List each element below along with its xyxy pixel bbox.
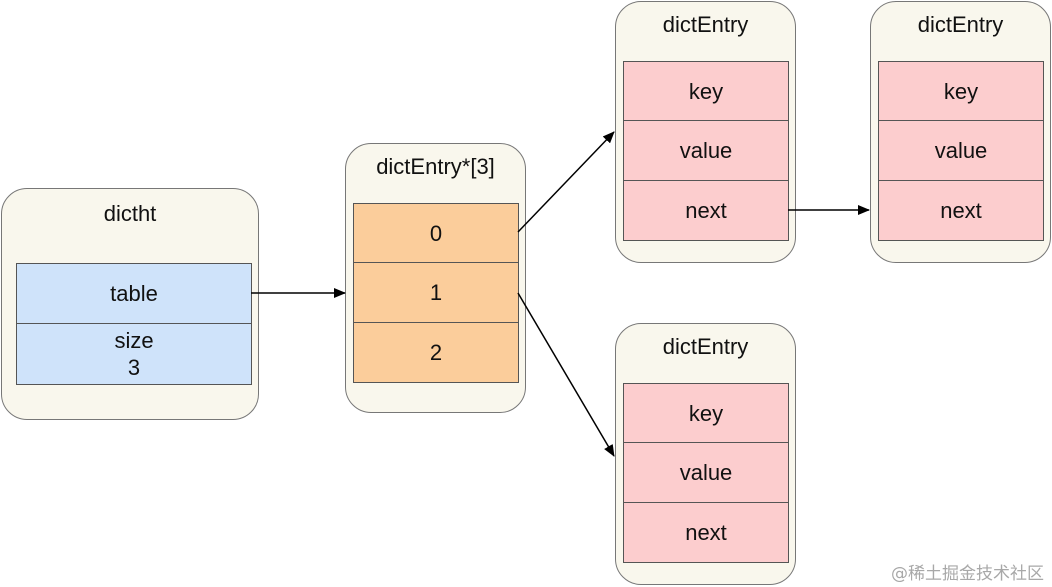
dict-entry-a-key: key: [623, 61, 789, 121]
dict-entry-b-title: dictEntry: [917, 12, 1004, 37]
bucket-array-title: dictEntry*[3]: [376, 154, 495, 179]
dict-entry-a-value: value: [623, 121, 789, 181]
watermark: @稀土掘金技术社区: [891, 564, 1044, 584]
dict-entry-c: dictEntry key value next: [615, 323, 796, 585]
dict-entry-b: dictEntry key value next: [870, 1, 1051, 263]
bucket-slot-2: 2: [353, 323, 519, 383]
dict-entry-a: dictEntry key value next: [615, 1, 796, 263]
dict-entry-b-next: next: [878, 181, 1044, 241]
bucket-slot-1: 1: [353, 263, 519, 323]
dict-entry-c-next: next: [623, 503, 789, 563]
dictht-size-cell: size 3: [16, 324, 252, 385]
bucket-array-container: dictEntry*[3] 0 1 2: [345, 143, 526, 413]
dictht-size-label: size: [114, 328, 154, 353]
dict-entry-c-title: dictEntry: [662, 334, 749, 359]
dict-entry-c-value: value: [623, 443, 789, 503]
dict-entry-a-title: dictEntry: [662, 12, 749, 37]
dictht-size-value: 3: [127, 355, 141, 380]
dictht-title: dictht: [103, 201, 157, 226]
arrow-slot1-to-entry-c: [517, 292, 615, 457]
dictht-table-label: table: [110, 281, 158, 306]
dict-entry-b-value: value: [878, 121, 1044, 181]
dictht-table-cell: table: [16, 263, 252, 324]
dict-entry-b-key: key: [878, 61, 1044, 121]
dictht-container: dictht table size 3: [1, 188, 259, 420]
bucket-slot-0: 0: [353, 203, 519, 263]
arrow-slot0-to-entry-a: [517, 131, 615, 233]
dict-entry-c-key: key: [623, 383, 789, 443]
dict-entry-a-next: next: [623, 181, 789, 241]
